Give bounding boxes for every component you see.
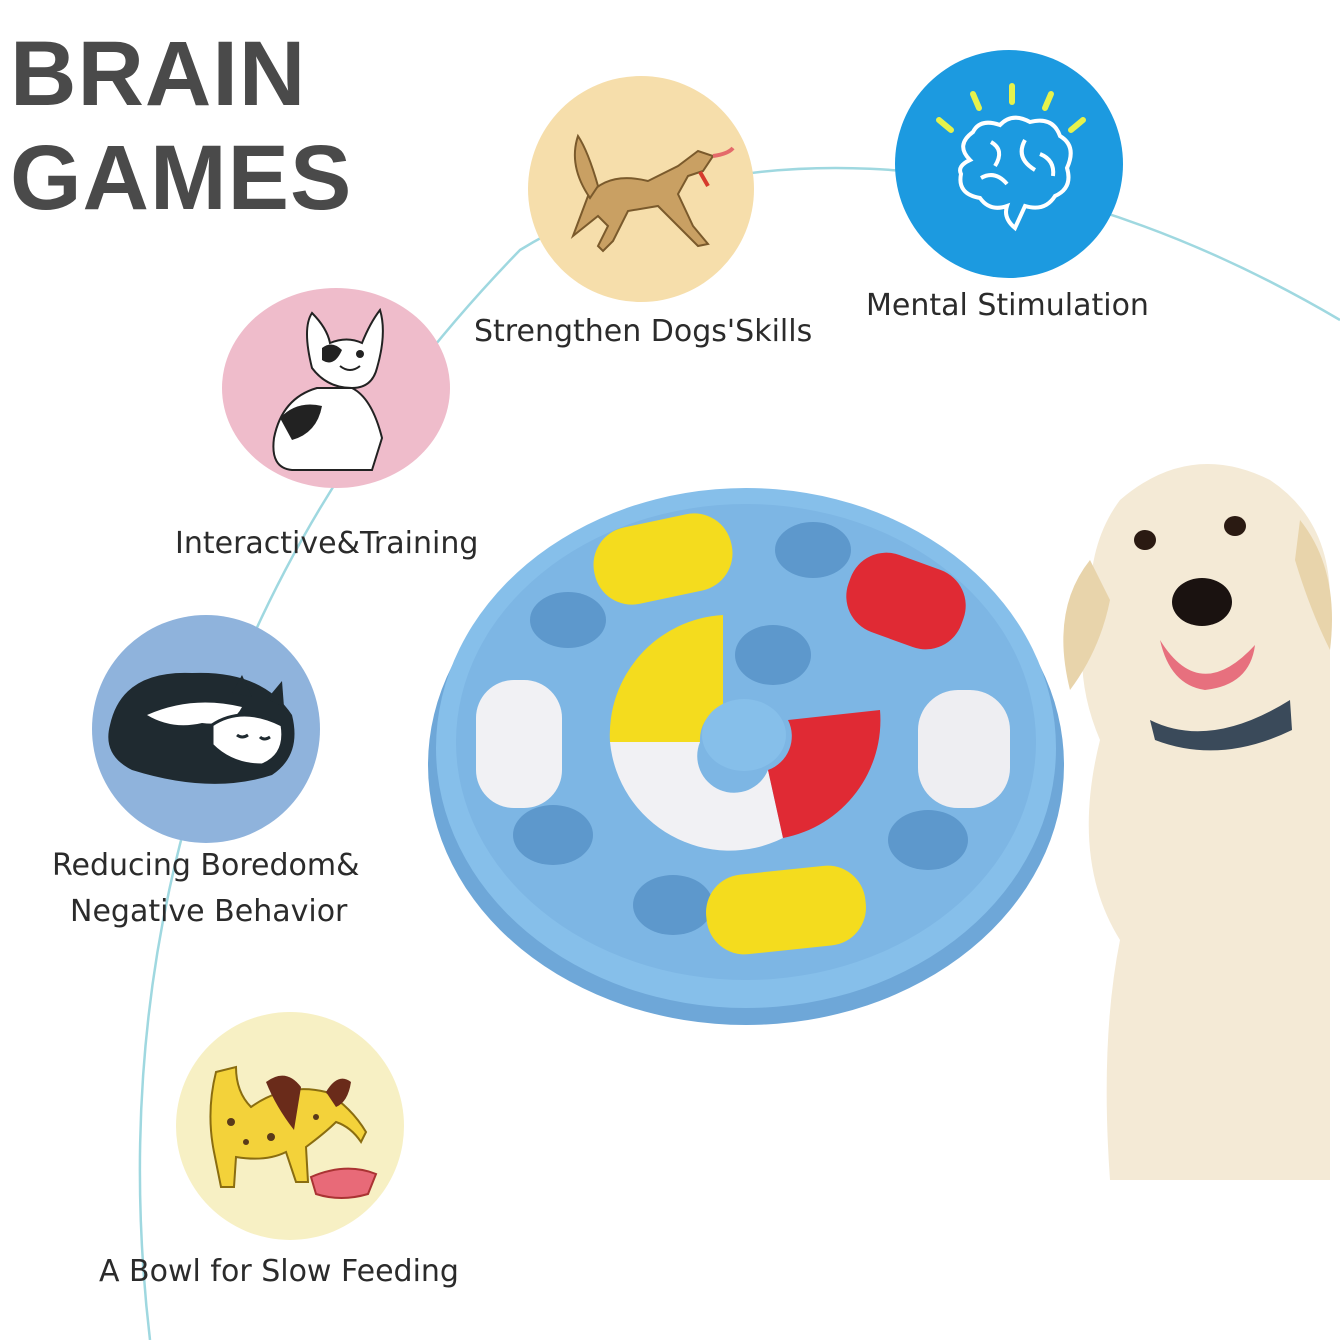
dog-puzzle-feeder-image xyxy=(428,488,1064,1025)
sleeping-husky-icon xyxy=(92,615,320,843)
feature-label-boredom-line1: Reducing Boredom& xyxy=(52,848,360,883)
feature-label-boredom-line2: Negative Behavior xyxy=(70,894,348,929)
feature-label-interactive: Interactive&Training xyxy=(175,526,479,561)
brain-icon xyxy=(895,50,1123,278)
feature-label-slow-feeding: A Bowl for Slow Feeding xyxy=(99,1254,459,1289)
title-brain: BRAIN xyxy=(10,23,307,125)
sitting-dog-icon xyxy=(222,288,450,488)
feature-label-strengthen: Strengthen Dogs'Skills xyxy=(474,314,813,349)
title-games: GAMES xyxy=(10,127,353,229)
golden-retriever-puppy-photo xyxy=(1063,464,1332,1180)
eating-dog-icon xyxy=(176,1012,404,1240)
feature-label-mental: Mental Stimulation xyxy=(866,288,1149,323)
playful-dog-icon xyxy=(528,76,754,302)
